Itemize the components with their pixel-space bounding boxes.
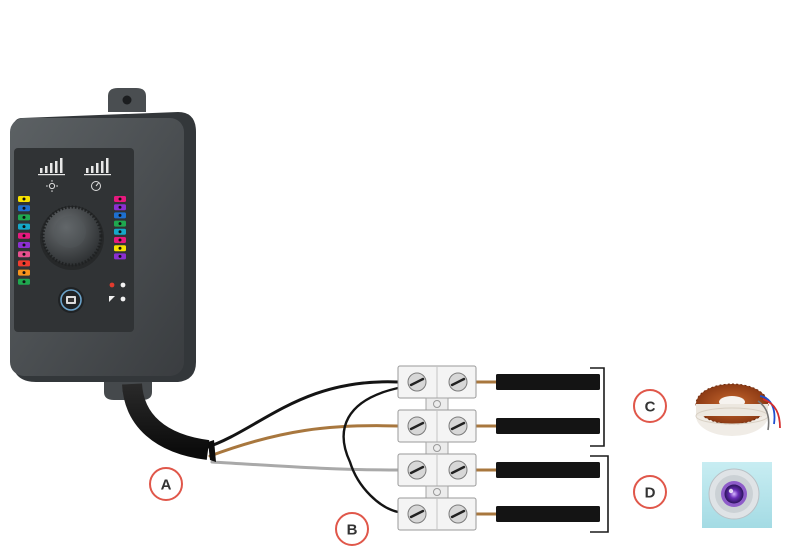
color-indicator — [114, 237, 126, 243]
color-indicator — [18, 251, 30, 258]
color-indicator — [114, 212, 126, 219]
color-indicator — [114, 220, 126, 227]
mount-hole-top — [122, 95, 132, 105]
screw-icon — [448, 460, 468, 480]
terminal-block — [397, 365, 477, 399]
color-indicator — [114, 196, 126, 202]
terminal-block — [397, 453, 477, 487]
rotary-knob — [40, 205, 104, 270]
wires — [203, 380, 502, 516]
color-indicator — [18, 196, 30, 202]
callout-a-label: A — [161, 477, 172, 494]
output-cable — [496, 462, 600, 478]
terminal-block — [397, 409, 477, 443]
bracket-d — [590, 455, 609, 533]
screw-icon — [407, 504, 427, 524]
color-indicator — [18, 223, 30, 230]
push-button — [58, 287, 84, 313]
status-indicators — [109, 282, 126, 302]
main-cable — [122, 382, 210, 460]
callout-c-label: C — [645, 399, 656, 416]
controller-unit — [10, 88, 196, 400]
main-cable-end — [208, 440, 216, 462]
screw-icon — [448, 372, 468, 392]
block-link — [425, 441, 449, 455]
callout-c: C — [633, 389, 667, 423]
color-indicator — [18, 260, 30, 267]
screw-icon — [407, 372, 427, 392]
toroidal-transformer — [695, 383, 781, 436]
brightness-level-bars — [38, 158, 65, 176]
speed-level-bars — [84, 158, 111, 176]
color-indicator — [114, 228, 126, 235]
wire-grey-to-block-3 — [210, 460, 400, 472]
screw-icon — [448, 504, 468, 524]
sun-icon — [46, 180, 58, 192]
callout-b-label: B — [347, 522, 358, 539]
callout-d: D — [633, 475, 667, 509]
callout-a: A — [149, 467, 183, 501]
color-indicator — [18, 205, 30, 212]
color-indicator — [18, 232, 30, 239]
screw-icon — [448, 416, 468, 436]
output-cable — [496, 418, 600, 434]
wire-brown-to-block-2 — [208, 424, 400, 458]
led-pool-spotlight — [702, 462, 772, 528]
color-indicator — [18, 242, 30, 248]
color-indicators-right — [114, 196, 126, 260]
color-indicator — [18, 278, 30, 285]
color-indicator — [18, 214, 30, 221]
color-indicator — [114, 245, 126, 252]
screw-icon — [407, 460, 427, 480]
jumper-wire-b — [342, 386, 400, 514]
output-cable — [496, 506, 600, 522]
block-link — [425, 397, 449, 411]
terminal-blocks — [397, 365, 477, 531]
color-indicator — [114, 253, 126, 260]
bracket-c — [590, 367, 605, 447]
terminal-block — [397, 497, 477, 531]
callout-b: B — [335, 512, 369, 546]
output-cables — [496, 374, 600, 522]
wire-black-to-block-1 — [203, 380, 400, 450]
speed-gauge-icon — [91, 181, 101, 191]
color-indicator — [18, 269, 30, 276]
color-indicators-left — [18, 196, 30, 285]
output-cable — [496, 374, 600, 390]
callout-d-label: D — [645, 485, 656, 502]
block-link — [425, 485, 449, 499]
screw-icon — [407, 416, 427, 436]
color-indicator — [114, 204, 126, 211]
